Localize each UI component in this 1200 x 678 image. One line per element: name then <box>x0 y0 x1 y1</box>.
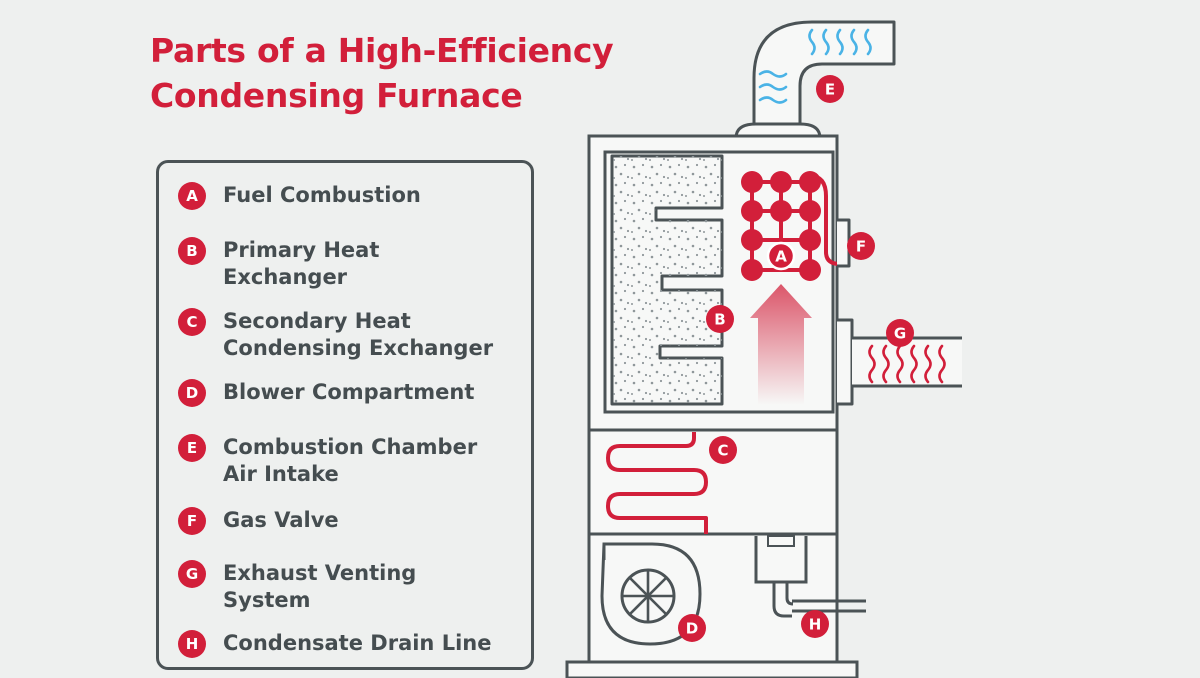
legend-item-g: G Exhaust Venting System <box>178 560 416 614</box>
title-line-2: Condensing Furnace <box>150 76 523 115</box>
legend-label-e: Combustion Chamber Air Intake <box>223 435 478 486</box>
furnace-base <box>565 660 859 678</box>
legend-badge-f: F <box>178 507 206 535</box>
legend-badge-b: B <box>178 237 206 265</box>
callout-d: D <box>678 614 706 642</box>
legend-item-a: A Fuel Combustion <box>178 182 421 210</box>
legend-badge-h: H <box>178 630 206 658</box>
exhaust-heat-icon <box>868 344 946 384</box>
callout-b: B <box>706 305 734 333</box>
legend-label-c: Secondary Heat Condensing Exchanger <box>223 309 494 360</box>
callout-a: A <box>766 241 796 271</box>
air-intake-duct <box>734 20 896 140</box>
legend-label-b: Primary Heat Exchanger <box>223 238 380 289</box>
secondary-heat-exchanger <box>606 432 708 534</box>
legend-label-a: Fuel Combustion <box>223 183 421 207</box>
heat-flow-arrow <box>750 284 812 405</box>
legend-item-b: B Primary Heat Exchanger <box>178 237 379 291</box>
legend-item-h: H Condensate Drain Line <box>178 630 491 658</box>
svg-text:C: C <box>717 442 728 460</box>
legend-badge-e: E <box>178 434 206 462</box>
gas-valve <box>837 218 851 268</box>
legend-badge-g: G <box>178 560 206 588</box>
legend-label-g: Exhaust Venting System <box>223 561 417 612</box>
callout-g: G <box>886 319 914 347</box>
callout-f: F <box>847 232 875 260</box>
legend-item-e: E Combustion Chamber Air Intake <box>178 434 477 488</box>
callout-h: H <box>801 610 829 638</box>
legend-badge-d: D <box>178 379 206 407</box>
svg-text:G: G <box>894 325 906 343</box>
callout-e: E <box>816 75 844 103</box>
svg-text:H: H <box>809 616 822 634</box>
legend-item-f: F Gas Valve <box>178 507 339 535</box>
legend-label-d: Blower Compartment <box>223 380 475 404</box>
air-flow-icon <box>758 28 872 104</box>
condensate-trap <box>754 535 866 618</box>
legend-item-d: D Blower Compartment <box>178 379 474 407</box>
svg-text:A: A <box>775 248 787 266</box>
diagram-title: Parts of a High-Efficiency Condensing Fu… <box>150 28 614 118</box>
svg-text:E: E <box>825 81 835 99</box>
legend-badge-a: A <box>178 182 206 210</box>
legend-badge-c: C <box>178 308 206 336</box>
upper-compartment <box>603 150 835 414</box>
svg-text:F: F <box>856 238 866 256</box>
title-line-1: Parts of a High-Efficiency <box>150 31 614 70</box>
legend-item-c: C Secondary Heat Condensing Exchanger <box>178 308 493 362</box>
exhaust-vent <box>837 318 962 406</box>
legend-label-f: Gas Valve <box>223 508 339 532</box>
svg-text:B: B <box>714 311 725 329</box>
burner-nodes <box>741 171 821 281</box>
legend-label-h: Condensate Drain Line <box>223 631 492 655</box>
legend-box <box>156 160 534 670</box>
svg-text:D: D <box>686 620 698 638</box>
callout-c: C <box>709 436 737 464</box>
